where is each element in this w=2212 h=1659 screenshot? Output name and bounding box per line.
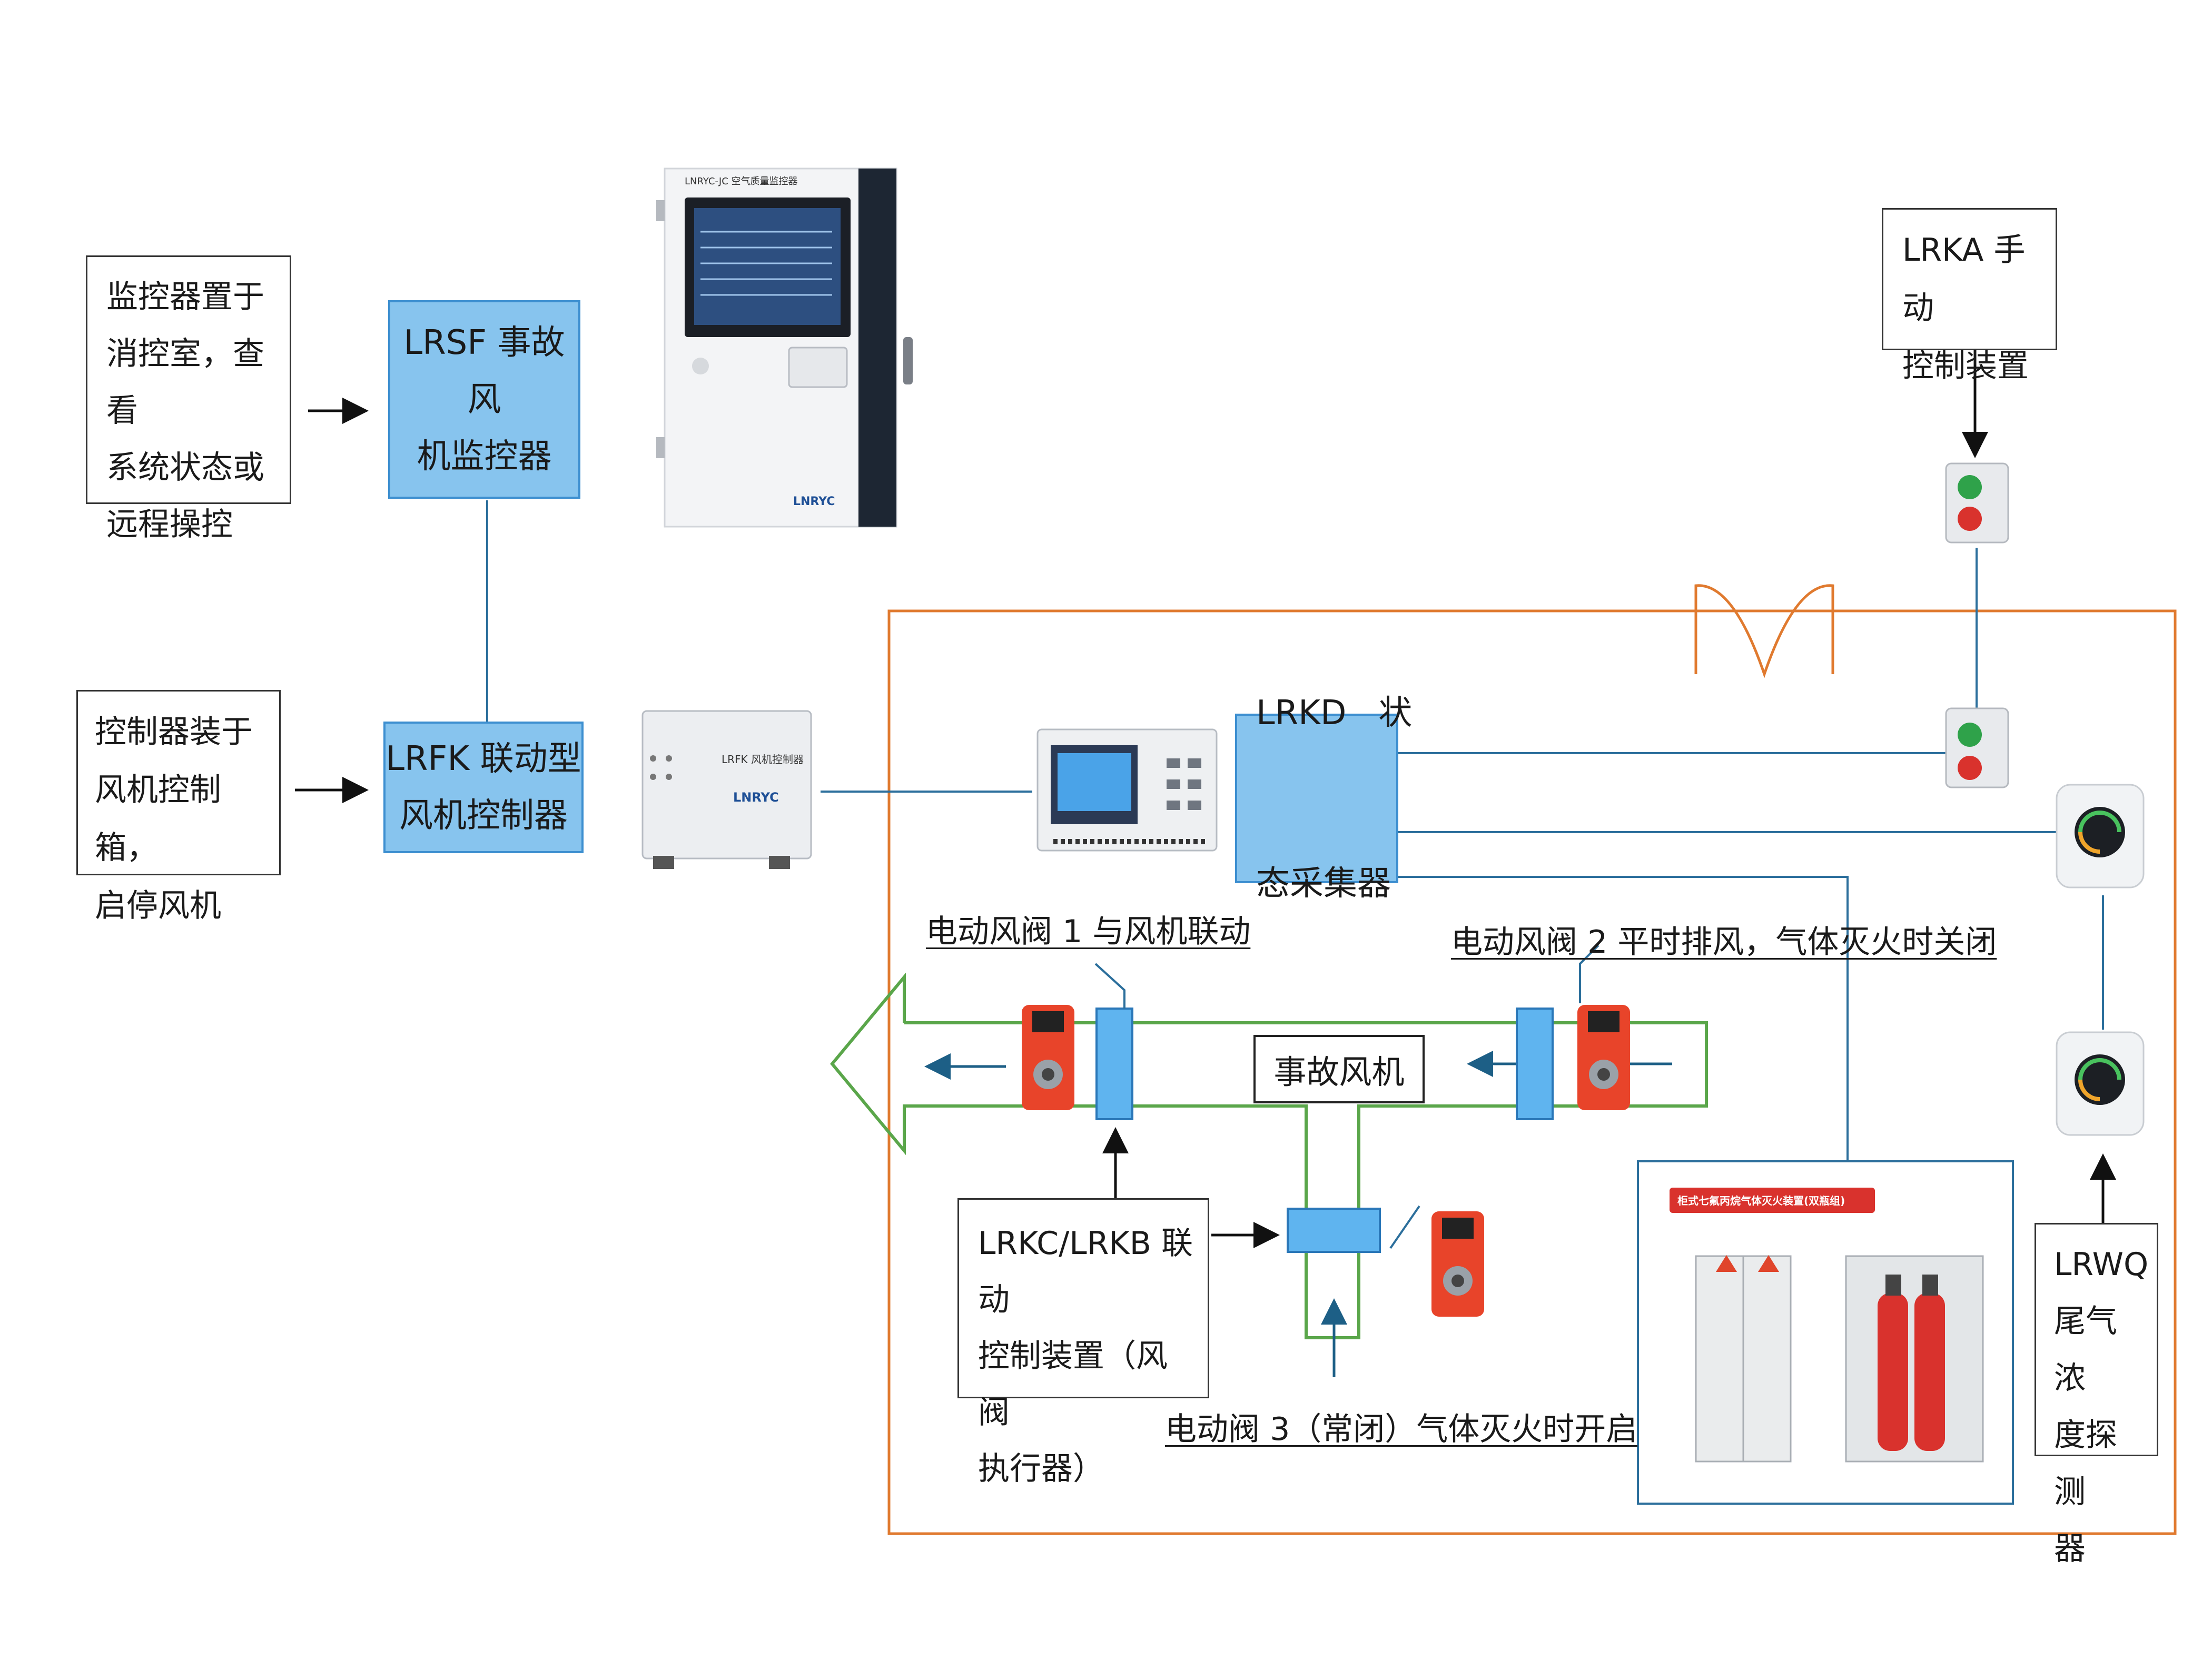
damper-3	[1287, 1208, 1381, 1253]
fan-controller-brand-text: LNRYC	[733, 790, 779, 805]
extinguisher-banner-bg	[1670, 1188, 1875, 1213]
manual-button-station-bottom	[1945, 707, 2009, 788]
linkage-note: LRKC/LRKB 联动 控制装置（风阀 执行器）	[957, 1198, 1209, 1487]
monitor-note: 监控器置于 消控室，查看 系统状态或 远程操控	[86, 255, 291, 543]
manual-note: LRKA 手动 控制装置	[1882, 208, 2057, 384]
actuator-2	[1577, 1005, 1630, 1110]
actuator-3	[1431, 1211, 1484, 1317]
manual-button-station-top	[1945, 462, 2009, 544]
damper-2	[1516, 1008, 1554, 1120]
cabinet-closed	[1695, 1255, 1792, 1463]
controller-note: 控制器装于 风机控制箱， 启停风机	[76, 690, 281, 924]
exhaust-detector-note: LRWQ 尾气浓 度探测 器	[2035, 1223, 2158, 1567]
protected-area-frame	[887, 609, 2177, 1535]
gas-detector-top	[2056, 784, 2145, 888]
cabinet-open	[1845, 1255, 1984, 1463]
monitor-model-text: LNRYC-JC 空气质量监控器	[685, 176, 798, 187]
collector-device	[1036, 728, 1218, 852]
monitor-brand-text: LNRYC	[793, 495, 835, 508]
decor-arc	[1694, 584, 1834, 678]
valve2-label: 电动风阀 2 平时排风，气体灭火时关闭	[1451, 924, 1997, 961]
lrkd-collector-block: LRKD 状 态采集器	[1235, 694, 1412, 903]
valve3-label: 电动阀 3（常闭）气体灭火时开启	[1165, 1411, 1638, 1448]
fan-controller-model-text: LRFK 风机控制器	[722, 753, 804, 766]
extinguisher-banner: 柜式七氟丙烷气体灭火装置(双瓶组)	[1677, 1194, 1845, 1207]
monitor-device	[656, 167, 913, 528]
fan-controller-device	[641, 710, 812, 869]
damper-1	[1095, 1008, 1133, 1120]
emergency-fan: 事故风机	[1253, 1035, 1425, 1103]
gas-detector-bottom	[2056, 1031, 2145, 1136]
lrfk-controller-block: LRFK 联动型 风机控制器	[383, 722, 584, 853]
valve1-label: 电动风阀 1 与风机联动	[926, 913, 1251, 950]
actuator-1	[1022, 1005, 1074, 1110]
lrsf-monitor-block: LRSF 事故风 机监控器	[388, 300, 580, 499]
